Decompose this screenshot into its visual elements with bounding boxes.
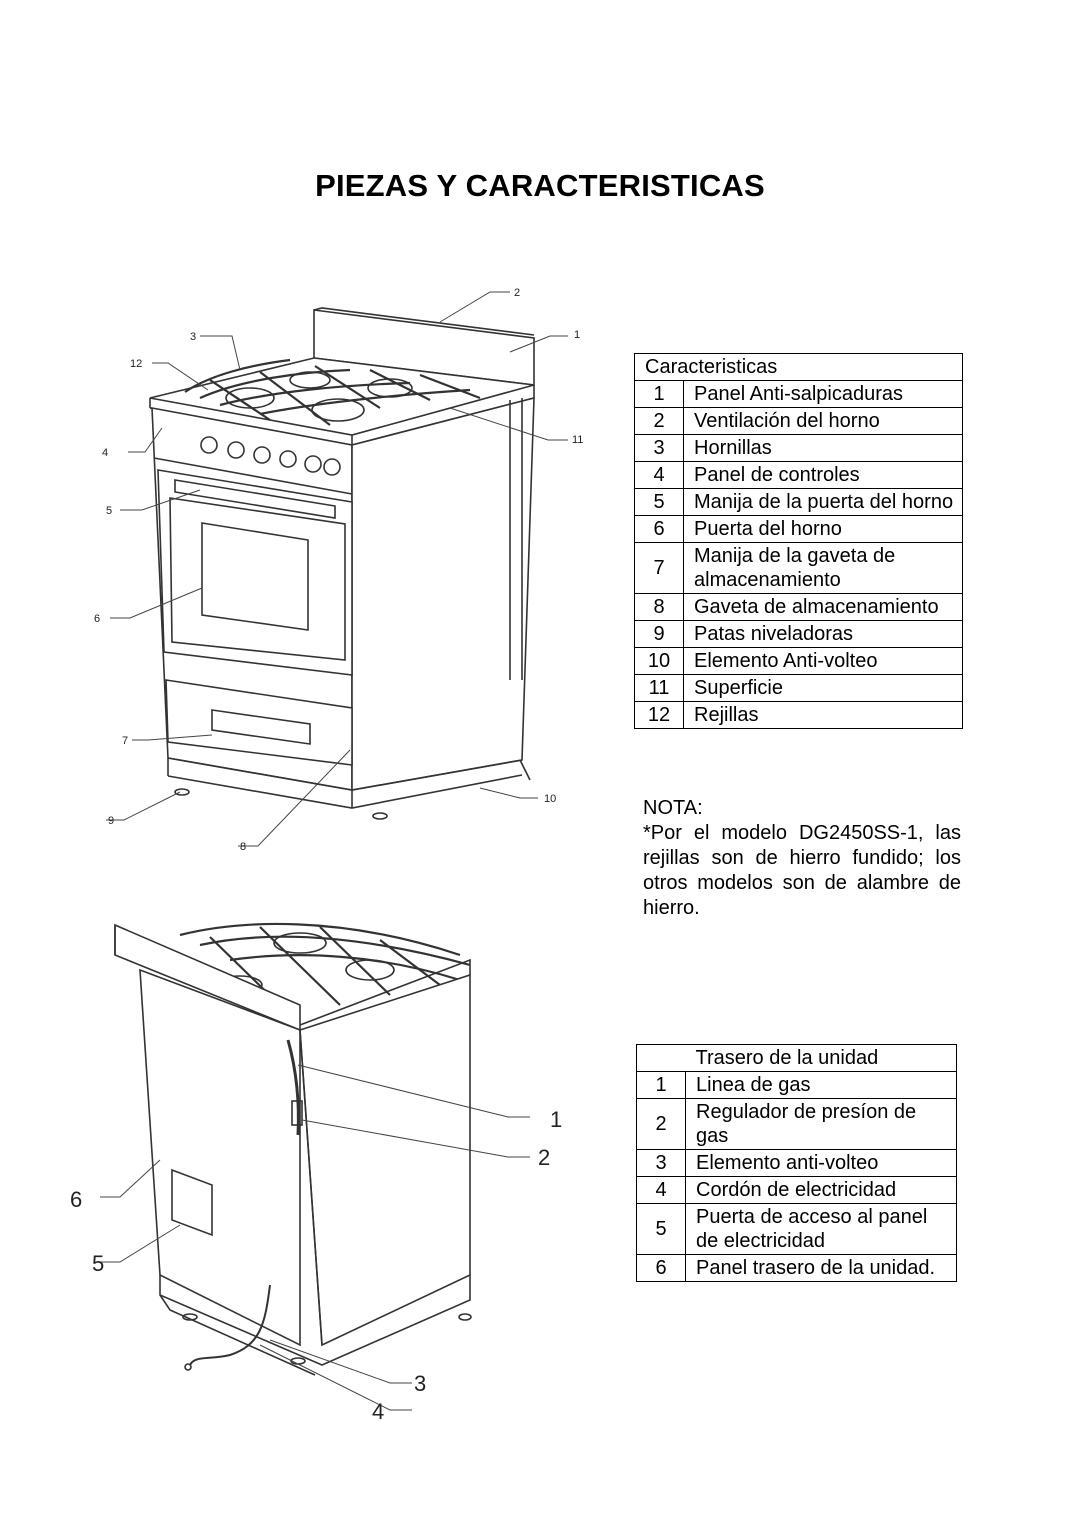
page-title: PIEZAS Y CARACTERISTICAS	[315, 168, 765, 203]
front-callout-11: 11	[572, 434, 583, 446]
row-number: 4	[634, 461, 684, 489]
row-label: Hornillas	[683, 434, 963, 462]
row-number: 8	[634, 593, 684, 621]
row-label: Elemento anti-volteo	[685, 1149, 957, 1177]
front-callout-5: 5	[106, 505, 112, 517]
front-callout-9: 9	[108, 815, 114, 827]
note-text: *Por el modelo DG2450SS-1, las rejillas …	[643, 822, 961, 919]
row-label: Cordón de electricidad	[685, 1176, 957, 1204]
row-label: Rejillas	[683, 701, 963, 729]
front-callout-10: 10	[544, 793, 556, 805]
row-label: Superficie	[683, 674, 963, 702]
front-callout-7: 7	[122, 735, 128, 747]
note-heading: NOTA:	[643, 797, 703, 819]
row-number: 10	[634, 647, 684, 675]
front-callout-4: 4	[102, 447, 108, 459]
row-number: 3	[634, 434, 684, 462]
front-callout-12: 12	[130, 358, 142, 370]
rear-callout-6: 6	[70, 1187, 82, 1212]
row-number: 2	[636, 1098, 686, 1150]
row-label: Panel trasero de la unidad.	[685, 1254, 957, 1282]
front-callout-8: 8	[240, 841, 246, 853]
row-number: 4	[636, 1176, 686, 1204]
row-label: Manija de la puerta del horno	[683, 488, 963, 516]
row-number: 1	[634, 380, 684, 408]
row-label: Ventilación del horno	[683, 407, 963, 435]
row-number: 7	[634, 542, 684, 594]
rear-callout-2: 2	[538, 1145, 550, 1170]
row-number: 5	[636, 1203, 686, 1255]
row-number: 9	[634, 620, 684, 648]
row-number: 1	[636, 1071, 686, 1099]
row-label: Gaveta de almacenamiento	[683, 593, 963, 621]
table-header: Caracteristicas	[634, 353, 963, 381]
rear-callout-3: 3	[414, 1371, 426, 1396]
row-label: Puerta de acceso al panel de electricida…	[685, 1203, 957, 1255]
table-header-row: Trasero de la unidad	[636, 1044, 957, 1072]
front-callout-6: 6	[94, 613, 100, 625]
row-label: Panel de controles	[683, 461, 963, 489]
row-number: 5	[634, 488, 684, 516]
front-callout-1: 1	[574, 329, 580, 341]
row-number: 6	[634, 515, 684, 543]
table-header-row: Caracteristicas	[634, 353, 963, 381]
row-number: 2	[634, 407, 684, 435]
rear-callout-1: 1	[550, 1107, 562, 1132]
rear-stove-diagram: 1 2 6 5 3 4	[70, 922, 562, 1424]
row-number: 6	[636, 1254, 686, 1282]
front-callout-2: 2	[514, 287, 520, 299]
table-header: Trasero de la unidad	[685, 1044, 957, 1072]
row-label: Linea de gas	[685, 1071, 957, 1099]
row-label: Panel Anti-salpicaduras	[683, 380, 963, 408]
rear-callout-5: 5	[92, 1251, 104, 1276]
rear-callout-4: 4	[372, 1399, 384, 1424]
row-label: Regulador de presíon de gas	[685, 1098, 957, 1150]
header-spacer	[636, 1044, 686, 1072]
row-label: Patas niveladoras	[683, 620, 963, 648]
row-label: Manija de la gaveta de almacenamiento	[683, 542, 963, 594]
row-number: 11	[634, 674, 684, 702]
row-number: 3	[636, 1149, 686, 1177]
row-label: Puerta del horno	[683, 515, 963, 543]
row-label: Elemento Anti-volteo	[683, 647, 963, 675]
front-callout-3: 3	[190, 331, 196, 343]
note-block: NOTA: *Por el modelo DG2450SS-1, las rej…	[643, 796, 961, 921]
front-stove-diagram: 2 1 3 12 11 4 5 6 7 10 9 8	[94, 287, 583, 853]
row-number: 12	[634, 701, 684, 729]
